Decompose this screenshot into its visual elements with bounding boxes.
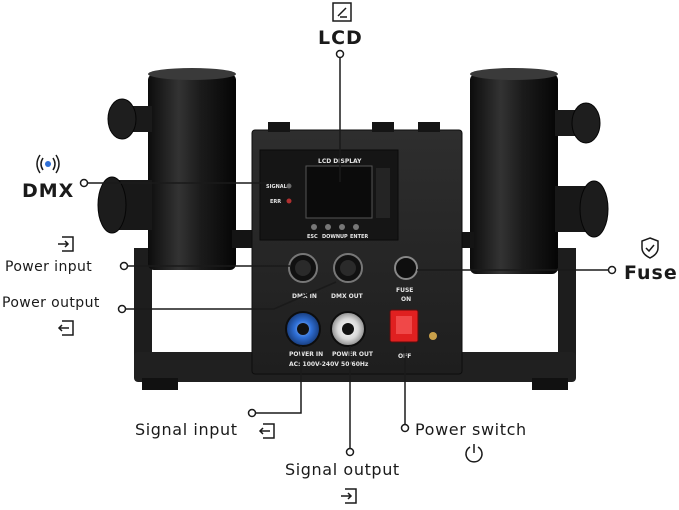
dmx-out-label: DMX OUT	[331, 293, 364, 300]
power-input-callout-label: Power input	[5, 259, 93, 275]
right-cylinder	[458, 68, 609, 274]
fuse-callout-label: Fuse	[624, 262, 678, 284]
power-output-icon	[57, 320, 74, 336]
shield-check-icon	[641, 237, 659, 259]
power-input-icon	[58, 236, 74, 252]
lcd-button-esc-label: ESC	[307, 234, 318, 240]
left-cylinder	[97, 68, 252, 270]
fuse-on-label: ON	[401, 296, 411, 303]
lcd-icon	[332, 2, 352, 22]
power-switch-callout-label: Power switch	[415, 420, 527, 439]
power-in-device-label: POWER IN	[289, 351, 323, 358]
dmx-signal-icon	[36, 154, 60, 174]
lcd-button-up-label: UP	[340, 234, 348, 240]
control-box: LCD DISPLAY SIGNAL ERR ESC DOWN UP ENTER…	[251, 122, 463, 375]
lcd-callout-label: LCD	[318, 27, 363, 49]
dmx-callout-label: DMX	[22, 180, 75, 202]
signal-output-callout-label: Signal output	[285, 460, 400, 479]
signal-led-label: SIGNAL	[266, 184, 288, 190]
power-out-device-label: POWER OUT	[332, 351, 374, 358]
lcd-button-down-label: DOWN	[322, 234, 340, 240]
ac-rating-label: AC: 100V-240V 50/60Hz	[289, 361, 369, 368]
lcd-button-enter-label: ENTER	[350, 234, 368, 240]
power-output-callout-label: Power output	[2, 295, 100, 311]
power-icon	[465, 444, 483, 463]
signal-input-callout-label: Signal input	[135, 420, 238, 439]
signal-input-icon	[258, 423, 275, 439]
signal-output-icon	[341, 488, 357, 504]
leader-lines	[79, 49, 617, 457]
err-led-label: ERR	[270, 199, 281, 205]
fuse-device-label: FUSE	[396, 287, 413, 294]
